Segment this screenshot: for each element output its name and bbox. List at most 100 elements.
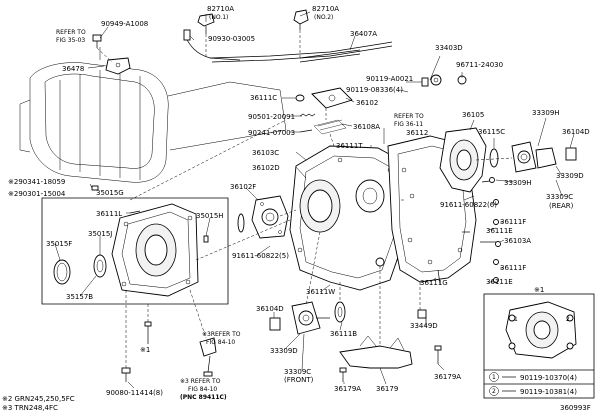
part-36111c-plug bbox=[295, 94, 305, 102]
part-36407a-rod bbox=[299, 49, 361, 63]
label-36111t: 36111T bbox=[336, 142, 363, 150]
label-90241: 90241-07003 bbox=[248, 129, 295, 137]
label-36103c: 36103C bbox=[252, 149, 279, 157]
label-82710a-no1: 82710A bbox=[207, 5, 234, 13]
label-36103a: 36103A bbox=[504, 237, 531, 245]
inset-row1-part: 90119-10370(4) bbox=[520, 374, 577, 382]
figure-id: 360993F bbox=[560, 404, 591, 412]
label-refer-fig36-11-b: FIG 36-11 bbox=[394, 121, 423, 128]
svg-text:1: 1 bbox=[514, 316, 518, 323]
part-90949-bolt bbox=[92, 34, 102, 48]
label-36111f-a: 36111F bbox=[500, 218, 526, 226]
label-36104d-top: 36104D bbox=[562, 128, 590, 136]
part-star1-bolt bbox=[144, 321, 152, 344]
part-90930-wire-harness bbox=[183, 29, 393, 63]
part-36102-cover bbox=[311, 87, 353, 109]
part-36104d-nut bbox=[565, 147, 577, 161]
label-82710a-no2: 82710A bbox=[312, 5, 339, 13]
label-91611-a: 91611-60822(6) bbox=[440, 201, 497, 209]
label-36179a-left: 36179A bbox=[334, 385, 361, 393]
part-35157b-seal bbox=[93, 254, 107, 278]
label-290341: ※290341-18059 bbox=[8, 178, 65, 186]
label-36102f: 36102F bbox=[230, 183, 256, 191]
label-refer-fig35-03-b: FIG 35-03 bbox=[56, 37, 85, 44]
label-33309c-front: 33309C bbox=[284, 368, 311, 376]
part-36102f-flange bbox=[251, 195, 289, 239]
label-33309d-right: 33309D bbox=[556, 172, 584, 180]
label-star1-left: ※1 bbox=[140, 346, 150, 354]
part-36111l-bolt bbox=[129, 210, 141, 214]
alignment-lines bbox=[96, 30, 513, 368]
label-90119-08336: 90119-08336(4) bbox=[346, 86, 403, 94]
fasteners-right bbox=[417, 177, 501, 319]
label-36179: 36179 bbox=[376, 385, 398, 393]
label-refer-fig84-10-c: ※3 REFER TO bbox=[180, 378, 221, 385]
part-36108a-gasket bbox=[313, 119, 347, 135]
label-36111e-b: 36111E bbox=[486, 278, 513, 286]
label-front: (FRONT) bbox=[284, 376, 314, 384]
label-36111c: 36111C bbox=[250, 94, 277, 102]
label-36111b: 36111B bbox=[330, 330, 357, 338]
label-35015j: 35015J bbox=[88, 230, 112, 238]
label-pnc: (PNC 89411C) bbox=[180, 394, 227, 401]
part-36105-extension-housing bbox=[439, 127, 487, 193]
label-90501: 90501-20091 bbox=[248, 113, 295, 121]
label-36108a: 36108A bbox=[353, 123, 380, 131]
label-35157b: 35157B bbox=[66, 293, 93, 301]
label-33449d: 33449D bbox=[410, 322, 438, 330]
label-36407a: 36407A bbox=[350, 30, 377, 38]
part-35015h-pin bbox=[203, 235, 209, 243]
label-no1: (NO.1) bbox=[209, 14, 228, 21]
part-33403d-seal bbox=[430, 74, 467, 86]
label-36105: 36105 bbox=[462, 111, 484, 119]
label-35015h: 35015H bbox=[196, 212, 224, 220]
leader-lines bbox=[54, 11, 575, 389]
label-90119-a0021: 90119-A0021 bbox=[366, 75, 413, 83]
part-33309h-rear-flange bbox=[511, 141, 557, 173]
part-36179a-bolt-right bbox=[434, 345, 442, 364]
label-36111l: 36111L bbox=[96, 210, 122, 218]
label-36111w: 36111W bbox=[306, 288, 335, 296]
transmission-outline bbox=[19, 62, 287, 183]
part-36179-skid-bracket bbox=[339, 335, 413, 369]
part-36115c-seal bbox=[489, 148, 499, 168]
label-90930: 90930-03005 bbox=[208, 35, 255, 43]
label-36111e-a: 36111E bbox=[486, 227, 513, 235]
part-90241-pin bbox=[299, 129, 313, 133]
svg-text:2: 2 bbox=[566, 316, 570, 323]
label-33309h-mid: 33309H bbox=[504, 179, 532, 187]
label-36115c: 36115C bbox=[478, 128, 505, 136]
label-36104d-bot: 36104D bbox=[256, 305, 284, 313]
label-90949: 90949-A1008 bbox=[101, 20, 148, 28]
part-36104d-nut-bottom bbox=[269, 317, 281, 331]
label-36102-top: 36102 bbox=[356, 99, 378, 107]
inset-star-label: ※1 bbox=[534, 286, 544, 294]
label-36179a-right: 36179A bbox=[434, 373, 461, 381]
part-82710a-no2-clip bbox=[293, 9, 309, 30]
label-rear: (REAR) bbox=[549, 202, 574, 210]
label-36102d: 36102D bbox=[252, 164, 280, 172]
label-36112: 36112 bbox=[406, 129, 428, 137]
label-96711: 96711-24030 bbox=[456, 61, 503, 69]
part-90501-spring bbox=[299, 113, 316, 117]
label-33309d-bot: 33309D bbox=[270, 347, 298, 355]
part-36179a-bolt-left bbox=[339, 367, 347, 382]
label-91611-b: 91611-60822(5) bbox=[232, 252, 289, 260]
part-speed-sensor bbox=[199, 337, 217, 377]
inset-row1-num: 1 bbox=[492, 374, 496, 381]
part-35015f-snap-ring bbox=[53, 259, 71, 285]
label-35015g: 35015G bbox=[96, 189, 124, 197]
part-36111b-seal bbox=[334, 301, 346, 323]
inset-box: 1 2 bbox=[483, 293, 595, 399]
part-36102f-seal bbox=[237, 213, 245, 233]
part-36103c-transfer-case-front bbox=[289, 145, 405, 291]
part-33309c-front-flange bbox=[291, 301, 330, 335]
label-refer-fig84-10-d: FIG 84-10 bbox=[188, 386, 217, 393]
part-35015j-adapter-housing bbox=[111, 203, 199, 297]
label-290301: ※290301-15004 bbox=[8, 190, 66, 198]
inset-row2-part: 90119-10381(4) bbox=[520, 388, 577, 396]
note-2: ※2 GRN245,250,5FC bbox=[2, 395, 75, 403]
label-33309h-top: 33309H bbox=[532, 109, 560, 117]
part-90119-a0021-bolt bbox=[421, 77, 429, 87]
